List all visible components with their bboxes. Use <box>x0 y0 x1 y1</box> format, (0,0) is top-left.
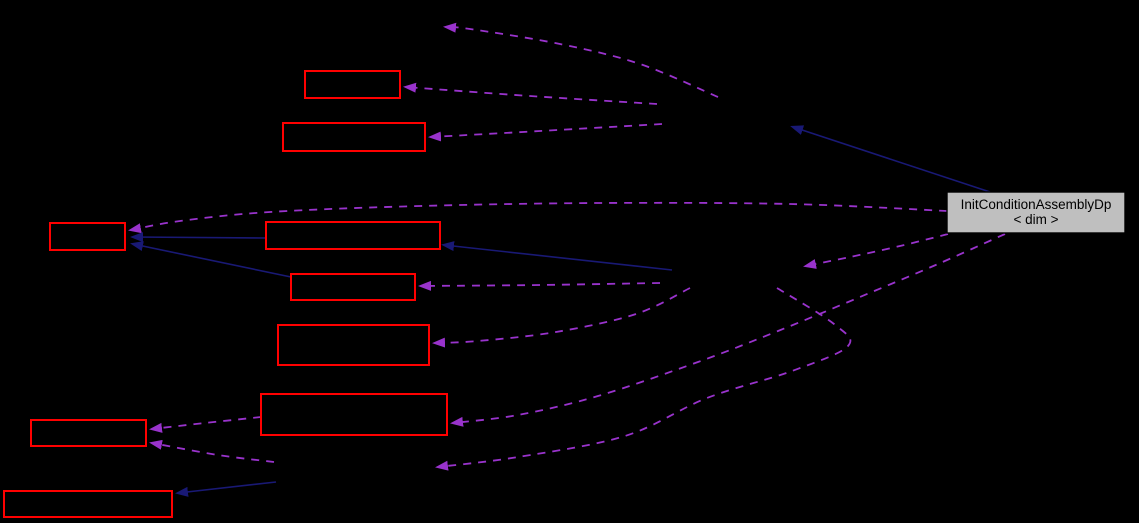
dashed-hidden-mid-to-hidden-top <box>443 22 719 98</box>
dashed-hidden-mid-to-red-node-1 <box>403 82 658 105</box>
red-node-1[interactable] <box>304 70 401 99</box>
dashed-hidden-center-to-red-node-6 <box>432 287 691 348</box>
red-node-2[interactable] <box>282 122 426 152</box>
dashed-hidden-bottom-to-red-node-8 <box>149 439 275 463</box>
red-node-5[interactable] <box>290 273 416 301</box>
solid-red-node-5-to-red-node-3 <box>130 241 292 278</box>
red-node-7[interactable] <box>260 393 448 436</box>
dashed-graybox-to-red-node-7 <box>450 233 1006 427</box>
red-node-4[interactable] <box>265 221 441 250</box>
red-node-9[interactable] <box>3 490 173 518</box>
red-node-8[interactable] <box>30 419 147 447</box>
dashed-swoop-to-hidden-bottom <box>435 287 852 471</box>
dashed-red-node-7-to-red-node-8 <box>149 416 262 433</box>
label-node-text-line-2: < dim > <box>1013 212 1058 227</box>
red-node-3[interactable] <box>49 222 126 251</box>
dashed-graybox-to-hidden-center <box>803 233 949 269</box>
node-init-condition-assembly-dp[interactable]: InitConditionAssemblyDp< dim > <box>946 191 1126 234</box>
solid-graybox-to-hidden-mid <box>790 125 991 193</box>
red-node-6[interactable] <box>277 324 430 366</box>
dashed-hidden-center-to-red-node-5 <box>418 280 661 291</box>
solid-hidden-bottom-to-red-node-9 <box>175 481 277 497</box>
solid-hidden-center-to-red-node-4 <box>441 241 673 271</box>
solid-red-node-4-to-red-node-3 <box>130 232 267 243</box>
dashed-hidden-mid-to-red-node-2 <box>428 123 663 142</box>
dashed-graybox-to-red-node-3 <box>128 201 948 234</box>
label-node-text-line-1: InitConditionAssemblyDp <box>961 197 1112 212</box>
